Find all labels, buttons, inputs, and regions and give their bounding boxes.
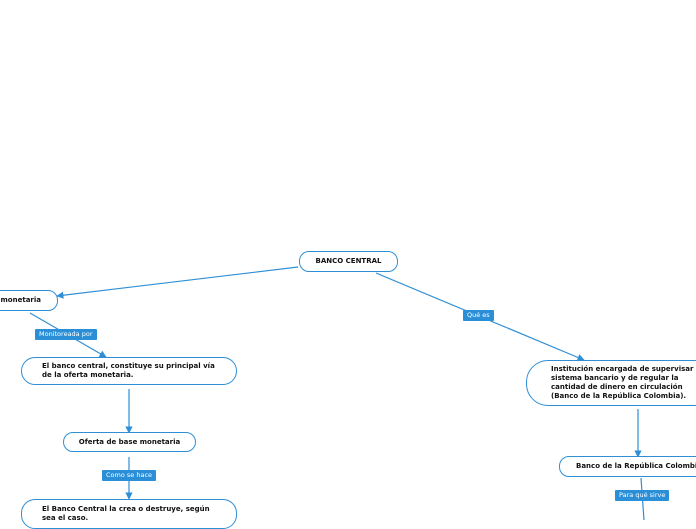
node-principal-via[interactable]: El banco central, constituye su principa… [21, 357, 237, 385]
node-monetaria-label: monetaria [0, 296, 41, 304]
node-crea-destruye[interactable]: El Banco Central la crea o destruye, seg… [21, 499, 237, 529]
node-oferta-base-label: Oferta de base monetaria [78, 437, 181, 446]
node-banco-republica-label: Banco de la República Colombia [576, 462, 696, 470]
edge-central-to-monetaria [56, 266, 299, 299]
node-monetaria[interactable]: monetaria [0, 290, 58, 311]
link-label-como-se-hace: Como se hace [102, 470, 157, 481]
node-crea-destruye-label: El Banco Central la crea o destruye, seg… [42, 505, 210, 522]
node-institucion-label: Institución encargada de supervisar el s… [551, 365, 696, 400]
link-label-para-que-sirve: Para qué sirve [615, 490, 670, 501]
node-banco-republica[interactable]: Banco de la República Colombia [559, 456, 696, 477]
node-institucion[interactable]: Institución encargada de supervisar el s… [526, 360, 696, 406]
node-banco-central-label: BANCO CENTRAL [315, 257, 382, 265]
node-principal-via-label: El banco central, constituye su principa… [42, 362, 215, 379]
link-label-que-es: Qué es [463, 310, 494, 321]
node-oferta-base[interactable]: Oferta de base monetaria [63, 432, 196, 452]
node-banco-central[interactable]: BANCO CENTRAL [299, 251, 398, 272]
link-label-monitoreada-por: Monitoreada por [35, 329, 97, 340]
